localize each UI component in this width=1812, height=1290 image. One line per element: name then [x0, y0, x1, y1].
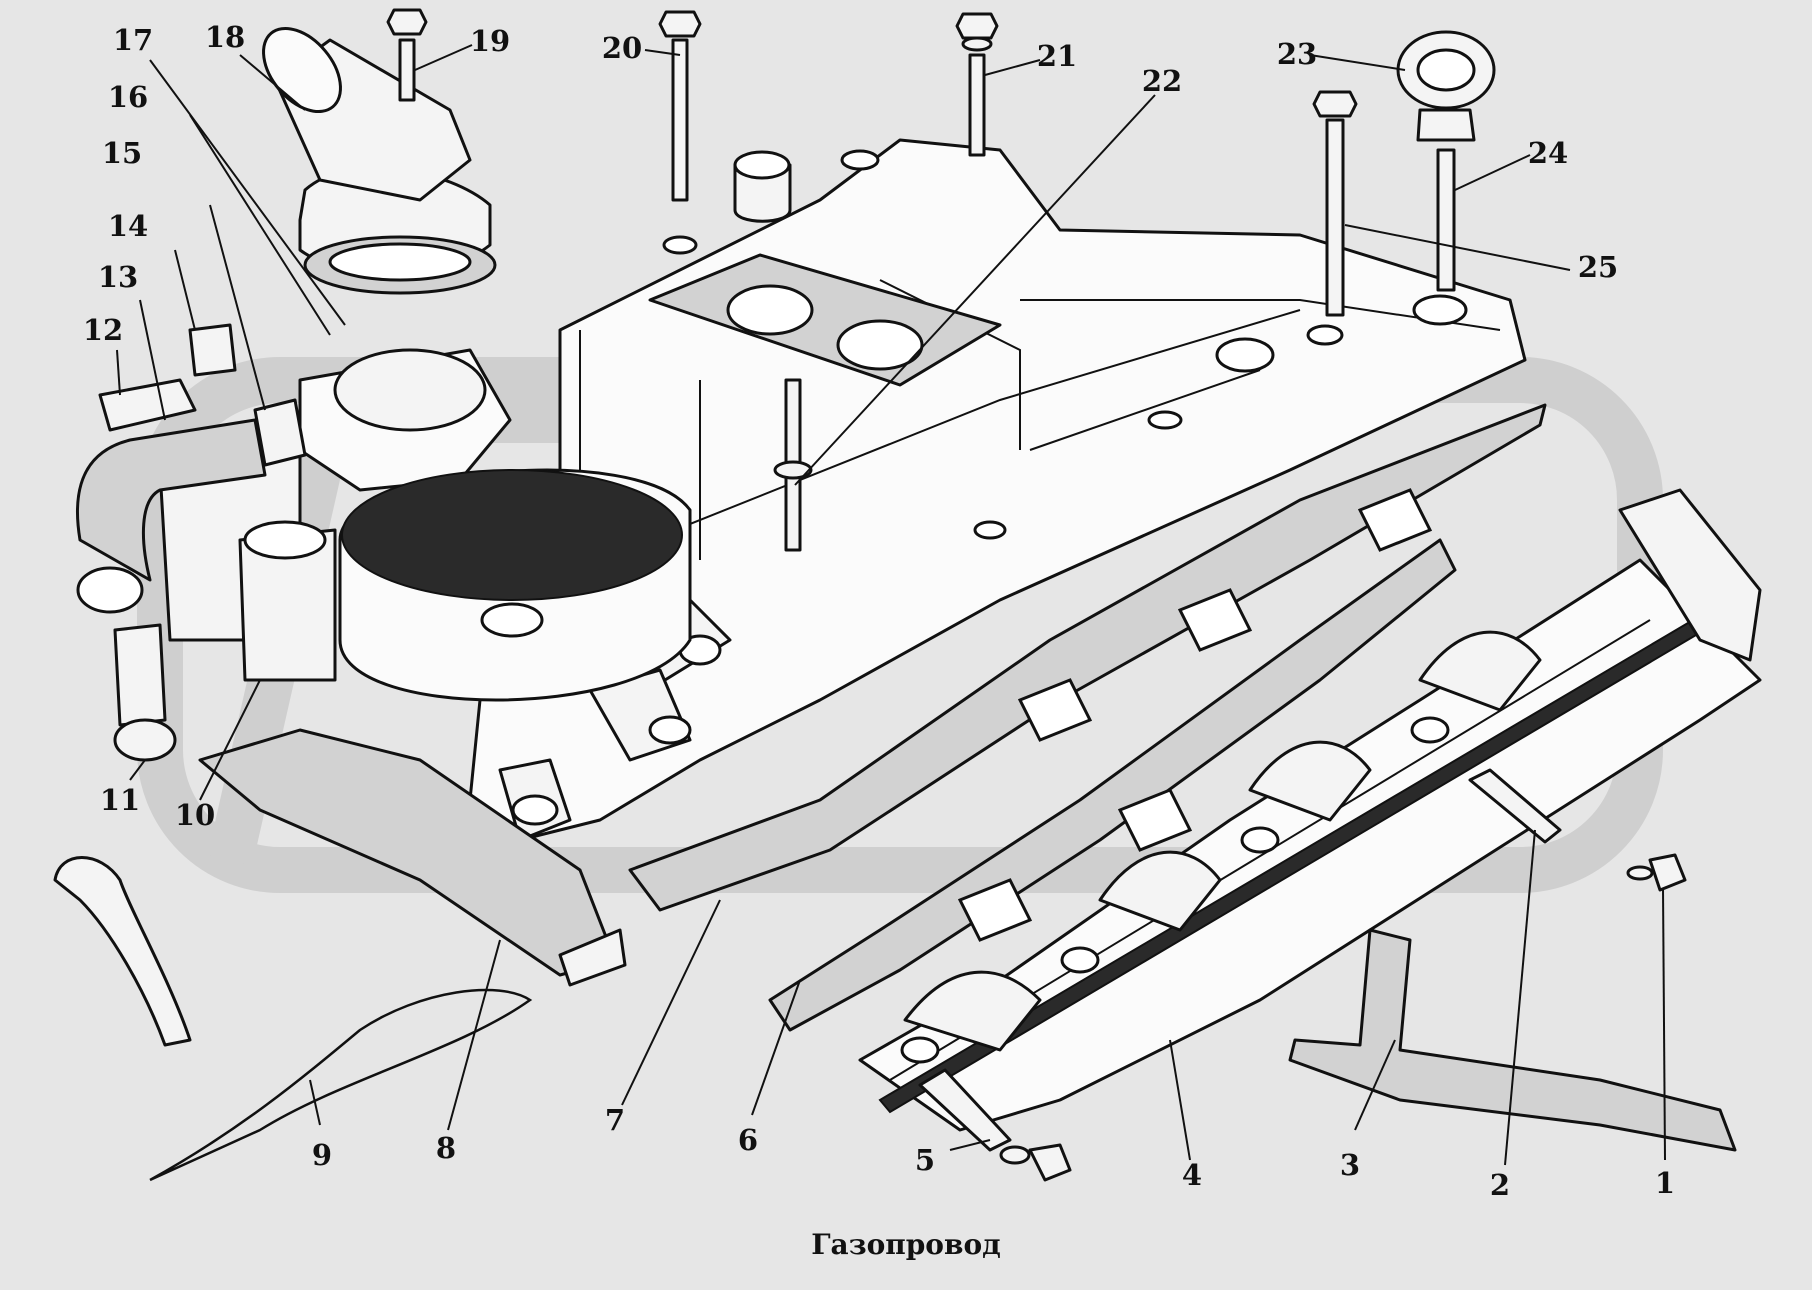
- callout-18: 18: [205, 20, 245, 54]
- callout-2: 2: [1490, 1168, 1510, 1202]
- callout-3: 3: [1340, 1148, 1360, 1182]
- callout-5: 5: [915, 1143, 935, 1177]
- hose-assembly: [75, 323, 307, 762]
- callout-8: 8: [436, 1131, 456, 1165]
- callout-10: 10: [175, 798, 215, 832]
- manifold-gasket: [628, 403, 1547, 1032]
- bracket: [1288, 928, 1737, 1152]
- callout-19: 19: [470, 24, 510, 58]
- leader-lines: [116, 44, 1666, 1166]
- callout-4: 4: [1182, 1158, 1202, 1192]
- callout-17: 17: [113, 23, 153, 57]
- callout-6: 6: [738, 1123, 758, 1157]
- callout-1: 1: [1655, 1166, 1675, 1200]
- callout-22: 22: [1142, 64, 1182, 98]
- callout-11: 11: [100, 783, 140, 817]
- callout-9: 9: [312, 1138, 332, 1172]
- callout-20: 20: [602, 31, 642, 65]
- callout-23: 23: [1277, 37, 1317, 71]
- figure-caption: Газопровод: [811, 1228, 1001, 1261]
- callout-24: 24: [1528, 136, 1568, 170]
- exhaust-manifold: [858, 488, 1762, 1132]
- callout-15: 15: [102, 136, 142, 170]
- inlet-elbow: [262, 26, 497, 295]
- heat-shield: [53, 728, 627, 1182]
- thermostat-housing: [158, 348, 692, 702]
- callout-14: 14: [108, 209, 148, 243]
- callout-21: 21: [1037, 39, 1077, 73]
- callout-numbers: 1 2 3 4 5 6 7 8 9 10 11 12 13 14 15 16 1…: [83, 20, 1675, 1202]
- callout-7: 7: [605, 1103, 625, 1137]
- callout-25: 25: [1578, 250, 1618, 284]
- fasteners: [386, 8, 1687, 1182]
- callout-12: 12: [83, 313, 123, 347]
- callout-13: 13: [98, 260, 138, 294]
- callout-16: 16: [108, 80, 148, 114]
